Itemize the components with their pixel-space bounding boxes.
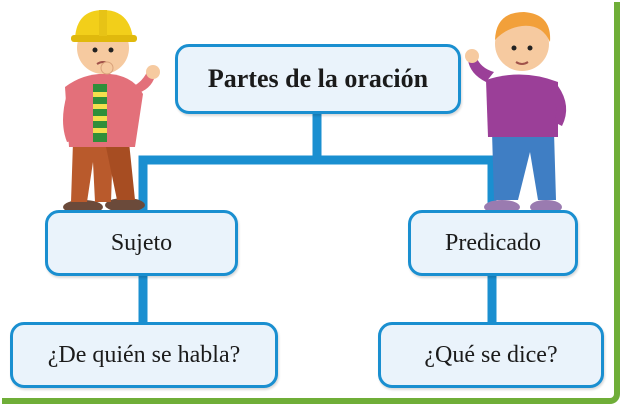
branch-node-predicado: Predicado (408, 210, 578, 276)
child-node-predicado-question: ¿Qué se dice? (378, 322, 604, 388)
root-node: Partes de la oración (175, 44, 461, 114)
child-node-sujeto-question: ¿De quién se habla? (10, 322, 278, 388)
kid-waving-illustration (465, 12, 567, 214)
branch-node-sujeto: Sujeto (45, 210, 238, 276)
kid-hardhat-illustration (63, 10, 160, 214)
